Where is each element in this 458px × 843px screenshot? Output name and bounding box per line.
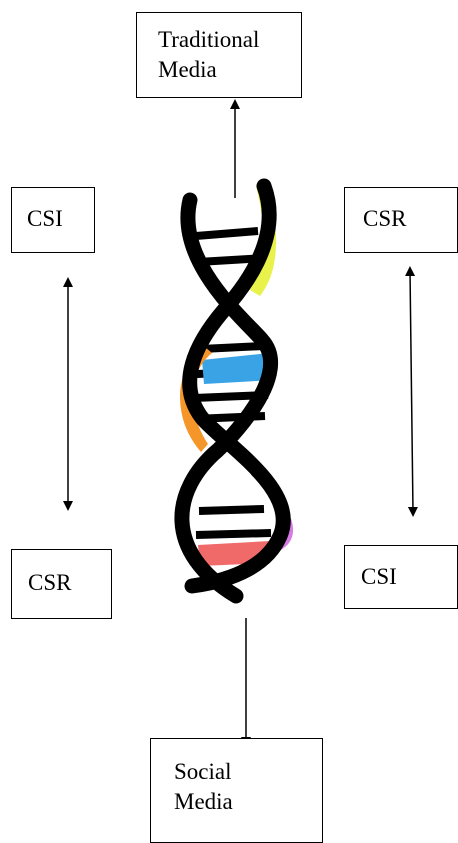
left-top-csi-box: CSI <box>11 187 95 253</box>
traditional-media-line2: Media <box>158 55 301 85</box>
left-top-label: CSI <box>27 206 63 231</box>
right-bottom-label: CSI <box>361 564 397 589</box>
arrow-right-bidirectional <box>410 271 413 512</box>
left-bottom-label: CSR <box>28 570 71 595</box>
dna-helix-illustration <box>180 186 293 596</box>
left-bottom-csr-box: CSR <box>11 549 112 619</box>
right-top-csr-box: CSR <box>344 187 458 253</box>
right-bottom-csi-box: CSI <box>344 545 458 609</box>
traditional-media-line1: Traditional <box>158 25 301 55</box>
right-top-label: CSR <box>363 206 406 231</box>
social-media-line2: Media <box>174 787 322 817</box>
traditional-media-box: Traditional Media <box>136 12 302 98</box>
social-media-line1: Social <box>174 757 322 787</box>
social-media-box: Social Media <box>150 738 323 843</box>
